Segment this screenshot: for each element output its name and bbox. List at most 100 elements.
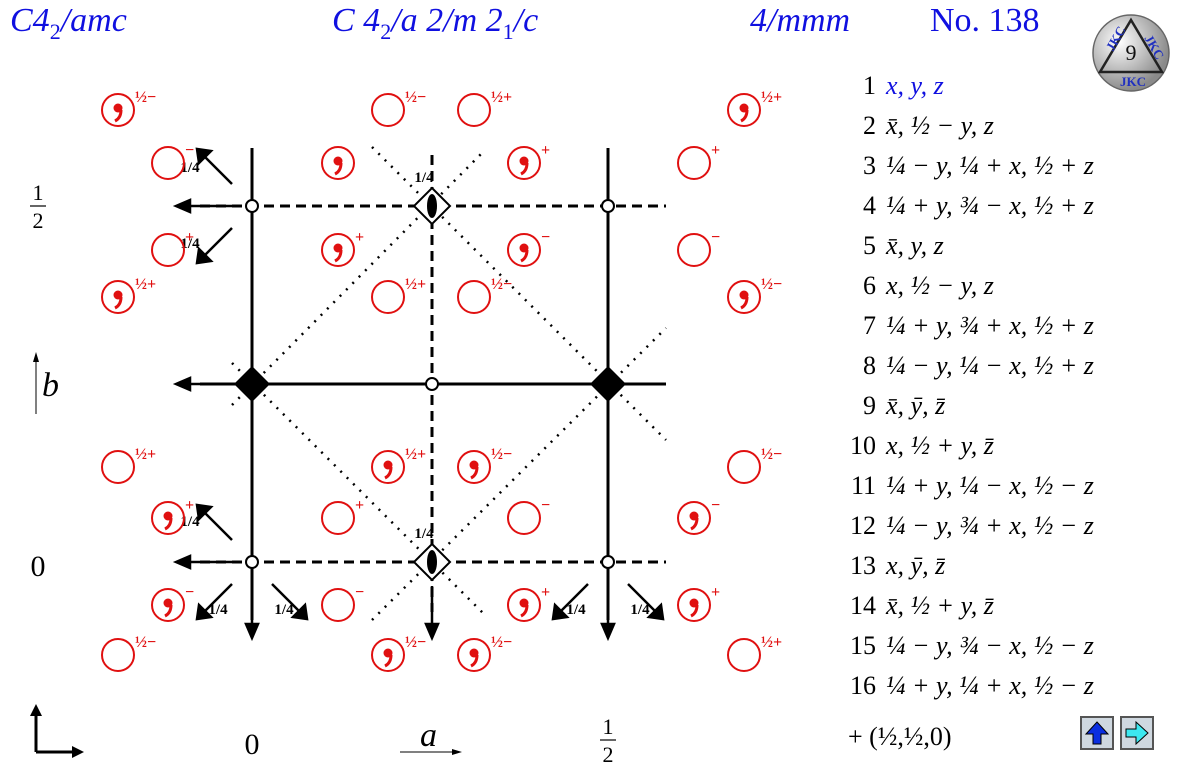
svg-text:a: a xyxy=(420,717,437,754)
svg-text:+: + xyxy=(541,584,550,601)
coordinate-text: ¼ + y, ¾ + x, ½ + z xyxy=(886,311,1094,340)
coordinate-text: x̄, ½ + y, z̄ xyxy=(886,591,994,620)
svg-text:+: + xyxy=(711,584,720,601)
position-circle: − xyxy=(507,229,550,267)
axes-corner-icon xyxy=(30,704,84,758)
coordinate-text: x̄, ½ − y, z xyxy=(886,111,994,140)
coordinate-row: 16 ¼ + y, ¼ + x, ½ − z xyxy=(840,666,1140,706)
x-tick-0: 0 xyxy=(245,728,260,761)
position-circle: + xyxy=(507,142,550,180)
coordinate-row: 10 x, ½ + y, z̄ xyxy=(840,426,1140,466)
position-circle: ½− xyxy=(457,446,512,484)
coordinate-number: 10 xyxy=(850,431,876,460)
full-symbol: C 42/a 2/m 21/c xyxy=(332,2,539,44)
quarter-height-label: 1/4 xyxy=(180,160,200,176)
svg-text:b: b xyxy=(42,367,59,404)
svg-text:+: + xyxy=(711,142,720,159)
svg-text:+: + xyxy=(541,142,550,159)
svg-text:+: + xyxy=(185,497,194,514)
svg-text:+: + xyxy=(355,497,364,514)
coordinate-text: ¼ − y, ¾ − x, ½ − z xyxy=(886,631,1094,660)
glide-arrows xyxy=(172,147,665,642)
svg-text:½−: ½− xyxy=(491,276,512,293)
coordinate-text: ¼ + y, ¾ − x, ½ + z xyxy=(886,191,1094,220)
svg-text:+: + xyxy=(185,229,194,246)
position-circle: + xyxy=(507,584,550,622)
position-circle: + xyxy=(321,497,364,535)
position-circle: ½+ xyxy=(101,276,156,314)
position-circle: ½− xyxy=(727,446,782,484)
quarter-height-label: 1/4 xyxy=(208,602,228,618)
coordinate-text: ¼ − y, ¼ − x, ½ + z xyxy=(886,351,1094,380)
quarter-height-label: 1/4 xyxy=(414,170,434,186)
arrow-right-icon xyxy=(1125,720,1149,746)
svg-text:½−: ½− xyxy=(491,634,512,651)
svg-text:−: − xyxy=(355,584,364,601)
coordinate-row: 11 ¼ + y, ¼ − x, ½ − z xyxy=(840,466,1140,506)
position-circle: ½+ xyxy=(727,89,782,127)
quarter-height-label: 1/4 xyxy=(180,514,200,530)
position-circle: − xyxy=(507,497,550,535)
next-button[interactable] xyxy=(1120,716,1154,750)
svg-text:JKC: JKC xyxy=(1120,74,1146,89)
coordinate-number: 4 xyxy=(863,191,876,220)
svg-text:−: − xyxy=(185,142,194,159)
position-circle: − xyxy=(677,497,720,535)
coordinate-text: ¼ − y, ¼ + x, ½ + z xyxy=(886,151,1094,180)
coordinate-number: 1 xyxy=(863,71,876,100)
position-circle: − xyxy=(321,584,364,622)
coordinate-number: 8 xyxy=(863,351,876,380)
y-tick-0: 0 xyxy=(31,550,46,583)
coordinate-text: x, ȳ, z̄ xyxy=(886,551,946,580)
point-group: 4/mmm xyxy=(750,2,851,39)
x-tick-half: 1 2 xyxy=(600,714,616,767)
svg-text:½−: ½− xyxy=(405,634,426,651)
jkc-logo-icon[interactable]: 9 JKC JKC JKC xyxy=(1090,12,1172,94)
space-group-number: No. 138 xyxy=(930,2,1040,39)
position-circle: ½− xyxy=(457,276,512,314)
position-circle: ½+ xyxy=(727,634,782,672)
position-circle: ½− xyxy=(371,89,426,127)
svg-text:2: 2 xyxy=(33,208,44,233)
coordinate-text: x̄, y, z xyxy=(886,231,944,260)
symmetry-diagram: b a 0 1 2 0 1 2 xyxy=(30,89,782,767)
svg-text:−: − xyxy=(185,584,194,601)
position-circle: ½− xyxy=(101,89,156,127)
coordinate-number: 12 xyxy=(850,511,876,540)
svg-text:½−: ½− xyxy=(405,89,426,106)
quarter-height-label: 1/4 xyxy=(180,236,200,252)
coordinate-number: 16 xyxy=(850,671,876,700)
svg-text:½+: ½+ xyxy=(405,276,426,293)
coordinate-text: ¼ + y, ¼ − x, ½ − z xyxy=(886,471,1094,500)
position-circle: ½− xyxy=(101,634,156,672)
up-button[interactable] xyxy=(1080,716,1114,750)
quarter-height-label: 1/4 xyxy=(630,602,650,618)
coordinate-row: 4 ¼ + y, ¾ − x, ½ + z xyxy=(840,186,1140,226)
position-circle: − xyxy=(677,229,720,267)
coordinate-text: x, ½ + y, z̄ xyxy=(886,431,994,460)
svg-text:½−: ½− xyxy=(761,446,782,463)
a-axis-label: a xyxy=(400,717,462,755)
general-positions: ½−½−½+½+−++++−−½+½+½−½−½+½+½−½−++−−−−++½… xyxy=(101,89,782,672)
coordinate-text: ¼ + y, ¼ + x, ½ − z xyxy=(886,671,1094,700)
coordinate-number: 11 xyxy=(850,471,876,500)
position-circle: ½+ xyxy=(457,89,512,127)
svg-text:½−: ½− xyxy=(491,446,512,463)
svg-text:½+: ½+ xyxy=(491,89,512,106)
centering-vector: + (½,½,0) xyxy=(848,722,952,751)
position-circle: + xyxy=(677,584,720,622)
position-circle: ½+ xyxy=(101,446,156,484)
position-circle: − xyxy=(151,584,194,622)
coordinate-number: 15 xyxy=(850,631,876,660)
coordinate-text: x̄, ȳ, z̄ xyxy=(886,391,946,420)
svg-text:9: 9 xyxy=(1126,40,1137,65)
coordinate-row: 15 ¼ − y, ¾ − x, ½ − z xyxy=(840,626,1140,666)
quarter-height-label: 1/4 xyxy=(414,526,434,542)
svg-text:½−: ½− xyxy=(135,634,156,651)
position-circle: + xyxy=(151,497,194,535)
